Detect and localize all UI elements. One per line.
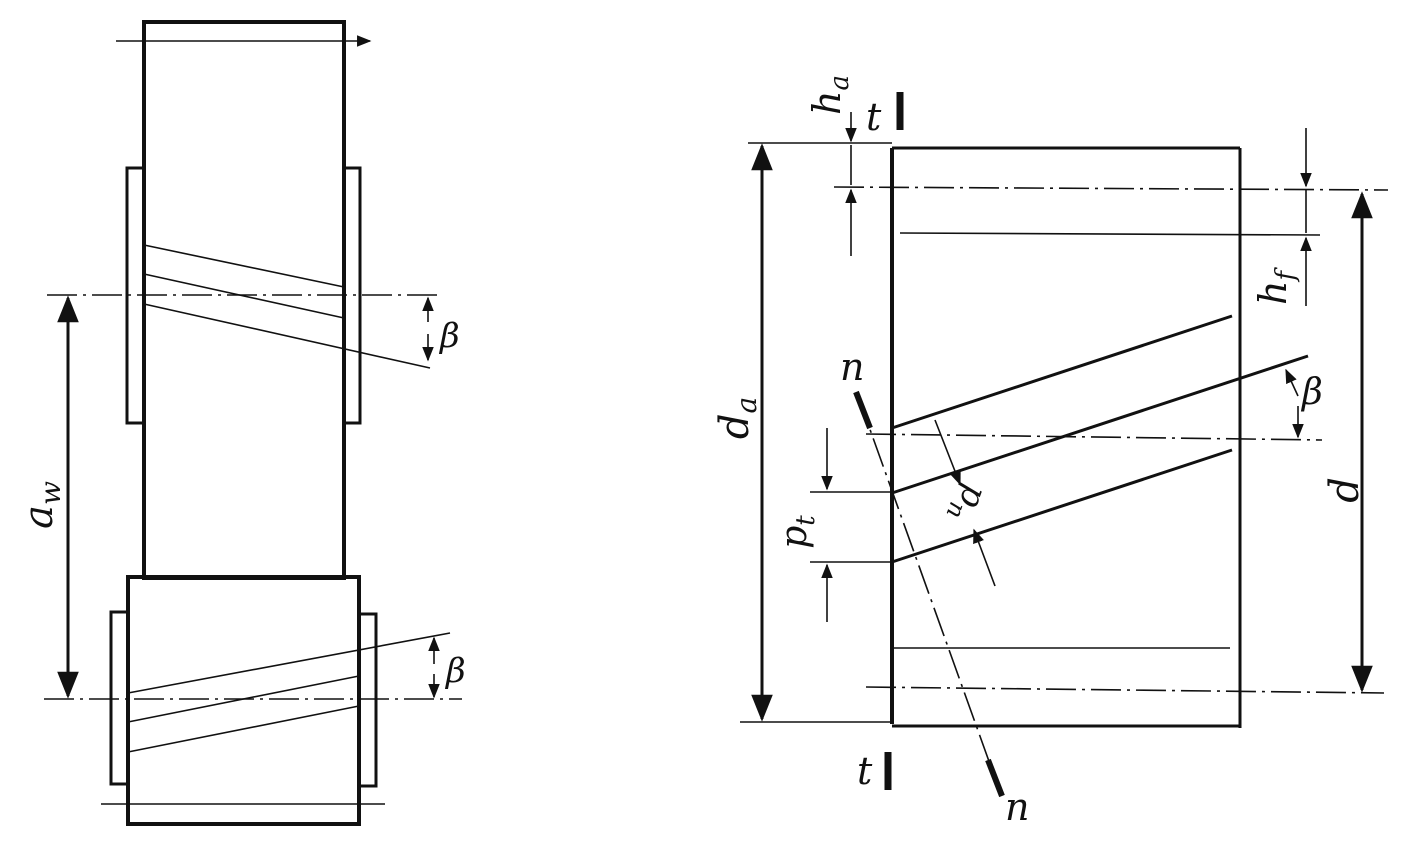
addendum-label: ha bbox=[805, 75, 855, 115]
gear-pair-diagram: β β aw bbox=[16, 20, 466, 826]
helix-reference-line bbox=[865, 433, 1323, 441]
normal-pitch-arrow bbox=[934, 419, 961, 486]
section-mark-top-label: t bbox=[866, 95, 882, 139]
svg-text:hf: hf bbox=[1251, 267, 1301, 305]
helix-angle-label-top: β bbox=[438, 316, 460, 356]
svg-text:pt: pt bbox=[774, 515, 821, 549]
normal-pitch-arrow bbox=[973, 528, 996, 587]
small-gear-hub-right bbox=[357, 612, 378, 788]
helix-angle-label-bottom: β bbox=[444, 651, 466, 691]
large-gear-outline bbox=[142, 20, 346, 580]
helix-angle-label: β bbox=[1300, 372, 1323, 413]
pitch-line-bottom bbox=[865, 686, 1385, 694]
dedendum-label: hf bbox=[1251, 267, 1301, 305]
small-gear-outline bbox=[126, 575, 361, 826]
svg-text:d: d bbox=[1322, 477, 1368, 503]
tooth-helix-line bbox=[891, 354, 1309, 495]
large-gear-tooth-line bbox=[143, 244, 345, 288]
normal-pitch-label: pn bbox=[940, 478, 995, 528]
svg-text:ha: ha bbox=[805, 75, 855, 115]
pitch-diameter-label: d bbox=[1322, 477, 1368, 503]
root-line-top bbox=[899, 232, 1321, 236]
center-distance-label: aw bbox=[16, 481, 67, 529]
svg-text:da: da bbox=[712, 397, 763, 439]
pitch-line-top bbox=[833, 186, 1389, 191]
normal-line-label-bottom: n bbox=[1005, 785, 1029, 829]
tip-diameter-label: da bbox=[712, 397, 763, 439]
normal-line bbox=[857, 395, 1001, 793]
normal-line-label-top: n bbox=[840, 345, 864, 389]
svg-text:aw: aw bbox=[16, 481, 67, 529]
small-gear-hub-left bbox=[109, 610, 130, 786]
helix-angle-arrow bbox=[1285, 368, 1299, 397]
section-mark-bottom-label: t bbox=[857, 749, 873, 793]
large-gear-tooth-line bbox=[143, 273, 345, 319]
tooth-helix-line bbox=[891, 314, 1233, 430]
small-gear-tooth-line bbox=[127, 705, 360, 753]
small-gear-tooth-line bbox=[127, 632, 451, 694]
normal-line-mark-top bbox=[853, 390, 873, 430]
transverse-pitch-label: pt bbox=[774, 515, 821, 549]
svg-text:pn: pn bbox=[940, 478, 995, 528]
normal-line-mark-bottom bbox=[985, 758, 1005, 798]
large-gear-tooth-line bbox=[143, 303, 431, 369]
tooth-helix-line bbox=[891, 448, 1233, 564]
gear-geometry-diagram: da ha t t hf d bbox=[712, 75, 1389, 829]
